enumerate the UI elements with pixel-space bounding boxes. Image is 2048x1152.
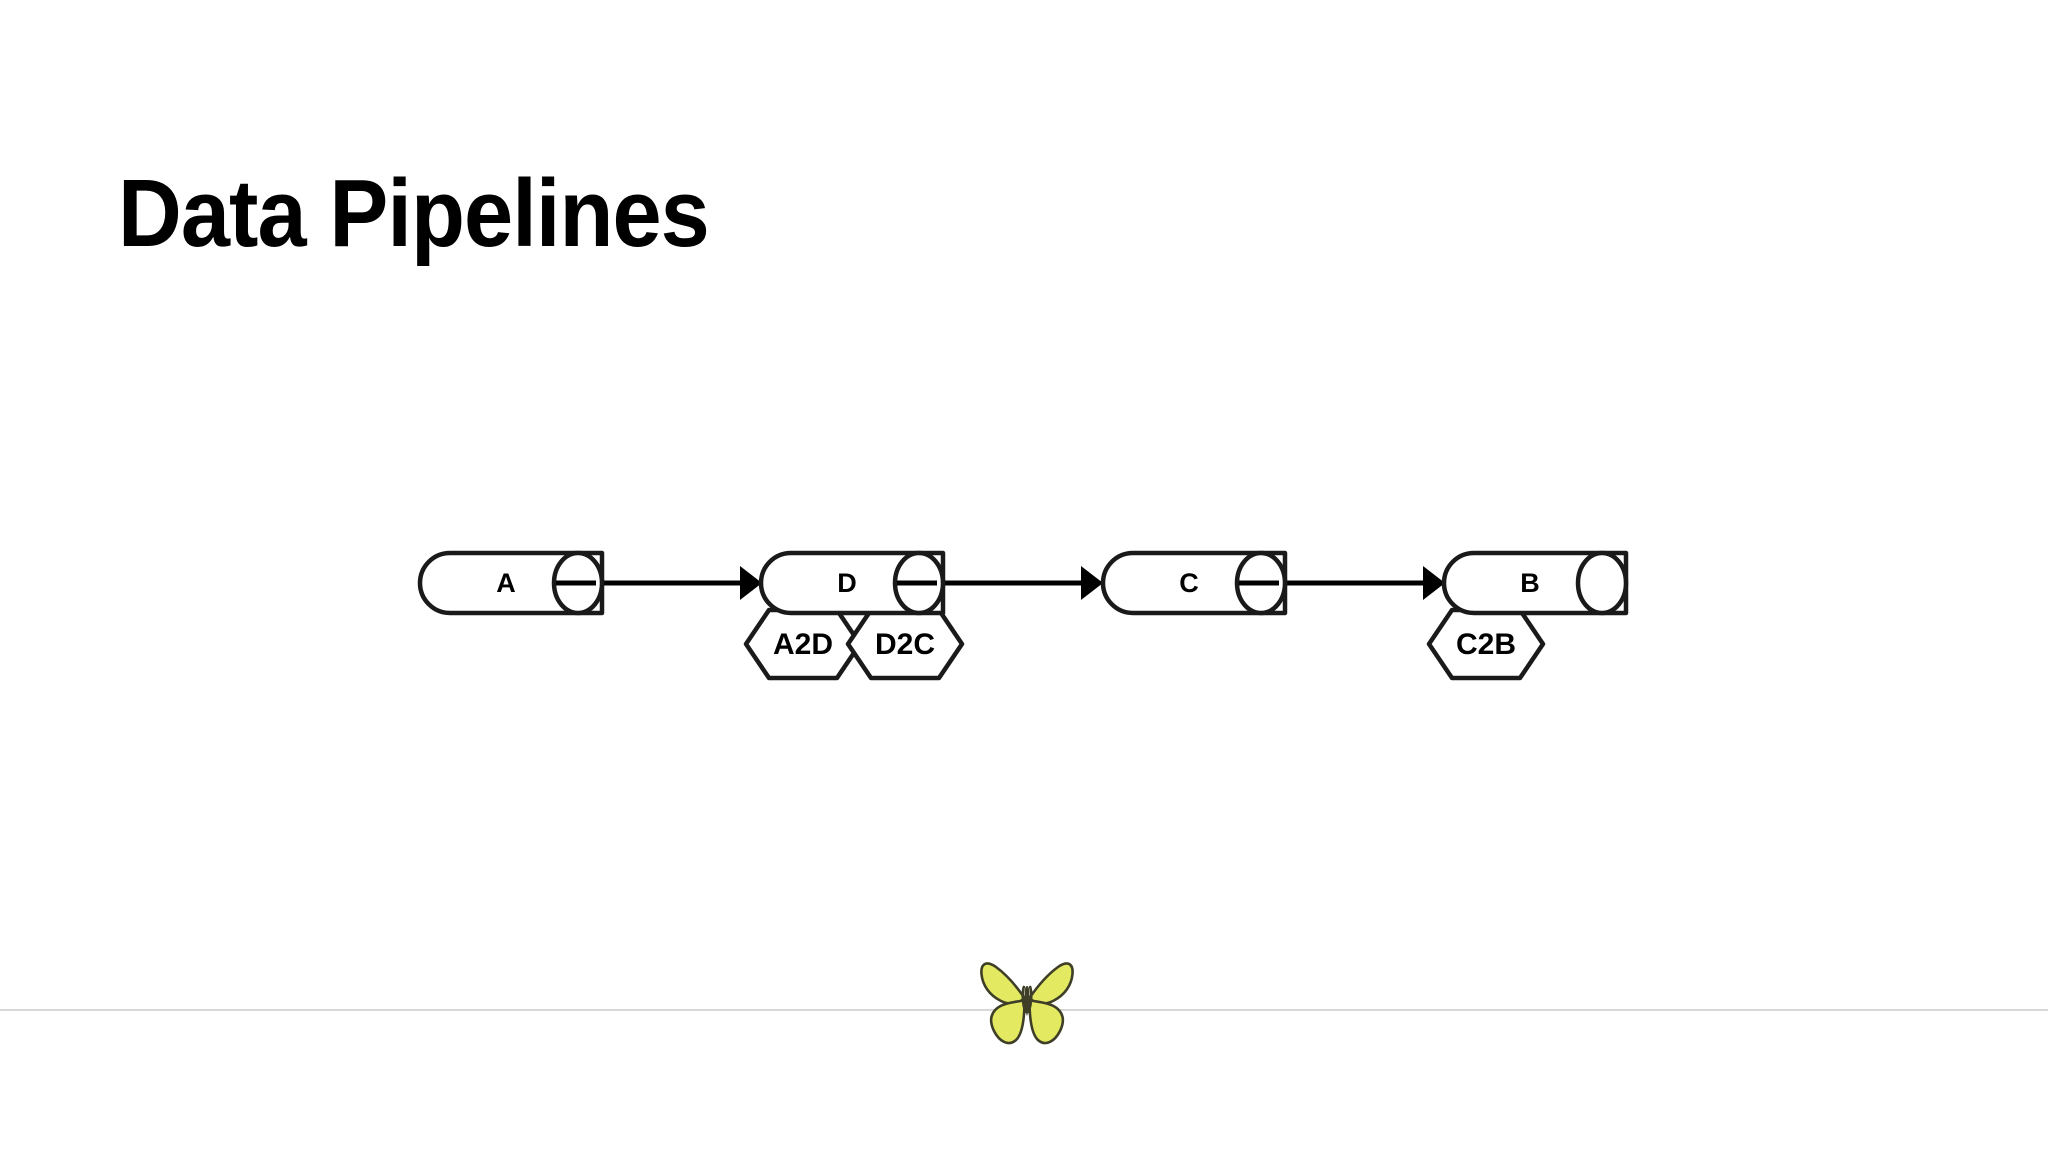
processor-node-a2d[interactable]: A2D [743,607,863,681]
processor-label: D2C [875,628,935,661]
arrowhead-icon [1081,566,1103,600]
page-title: Data Pipelines [118,160,710,268]
butterfly-wing-lower-right [1028,998,1065,1045]
processor-node-c2b[interactable]: C2B [1426,607,1546,681]
butterfly-icon [980,962,1074,1045]
datastore-label: C [1179,568,1199,598]
butterfly-antenna-left [1021,985,1027,1014]
butterfly-antenna-right [1027,985,1033,1014]
datastore-label: D [837,568,857,598]
butterfly-wing-upper-right [1028,962,1074,1005]
flow-arrow-d-to-c [923,566,1103,600]
butterfly-wing-lower-left [989,998,1026,1045]
butterfly-body [1024,986,1030,1016]
arrowhead-icon [740,566,762,600]
processor-label: C2B [1456,628,1516,661]
flow-arrow-c-to-b [1265,566,1445,600]
datastore-label: A [496,568,516,598]
datastore-node-b[interactable]: B [1441,550,1629,616]
processor-node-d2c[interactable]: D2C [845,607,965,681]
processor-label: A2D [773,628,833,661]
flow-arrow-a-to-d [582,566,762,600]
butterfly-wing-upper-left [980,962,1026,1005]
cylinder-cap [1575,550,1629,616]
hexagon-shape [1426,607,1546,681]
datastore-label: B [1520,568,1540,598]
arrowhead-icon [1423,566,1445,600]
datastore-node-d[interactable]: D [758,550,946,616]
